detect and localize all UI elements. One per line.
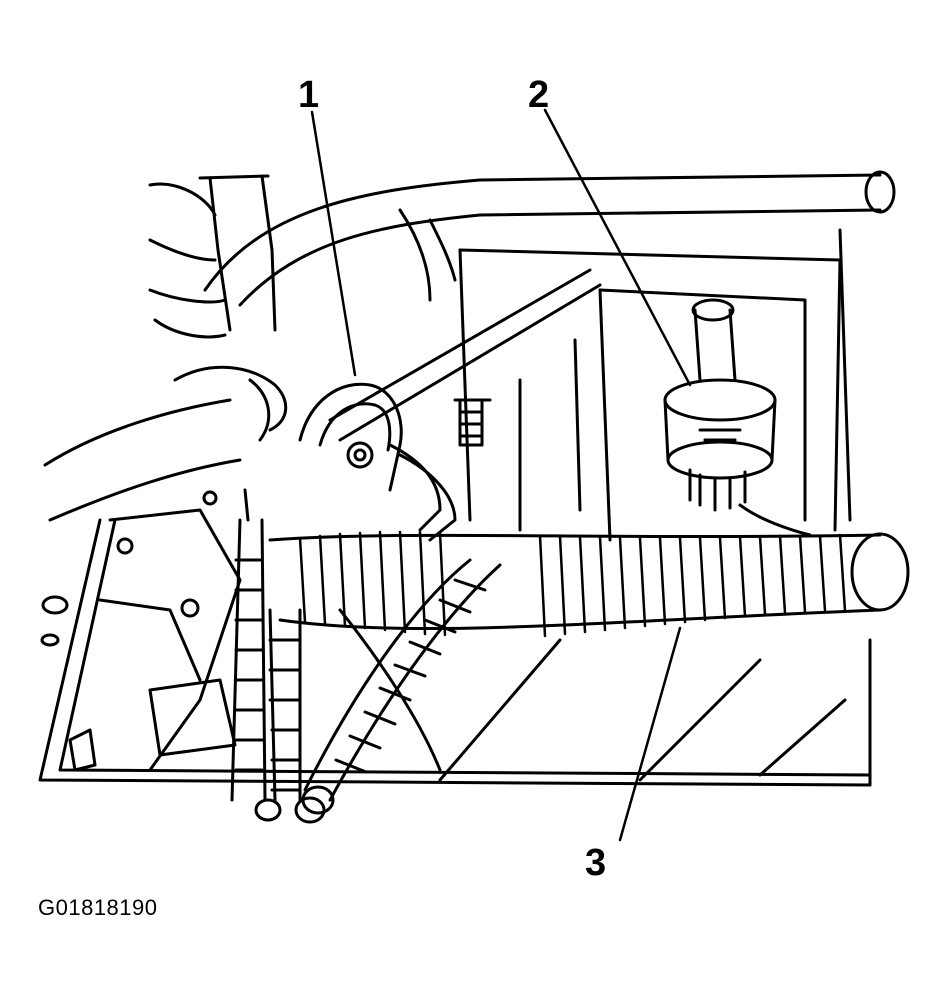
bolt (453, 398, 492, 447)
figure-id: G01818190 (38, 895, 158, 920)
hand (43, 182, 288, 522)
bracket (298, 268, 602, 542)
engine-panel (398, 208, 852, 542)
leader-lines (310, 108, 692, 842)
lower-frame (38, 518, 872, 787)
callout-1: 1 (298, 74, 319, 116)
left-bracket (40, 490, 242, 772)
callout-2: 2 (528, 74, 549, 116)
branch-harness-left (230, 488, 326, 824)
main-harness (268, 530, 910, 638)
left-pipe (198, 174, 277, 332)
connector (663, 298, 812, 537)
callout-3: 3 (585, 842, 606, 884)
upper-tube (203, 170, 896, 307)
branch-harness-center (301, 558, 502, 815)
